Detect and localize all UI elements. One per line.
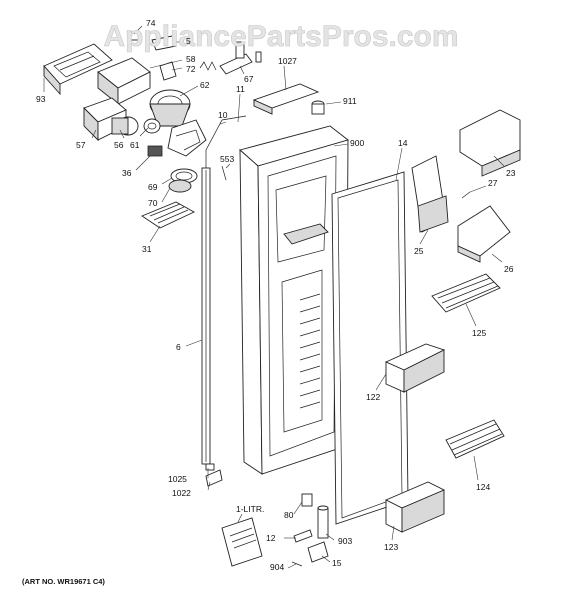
art-number: (ART NO. WR19671 C4) [22, 577, 105, 586]
callout-70: 70 [148, 198, 158, 208]
hinge-15 [307, 541, 329, 563]
callout-61: 61 [130, 140, 140, 150]
housing-25 [411, 155, 449, 233]
funnel-62 [149, 89, 191, 127]
dispenser-control-board-93 [43, 43, 113, 96]
callout-36: 36 [122, 168, 132, 178]
door-bin-122 [384, 343, 446, 393]
cylinder-903 [317, 505, 329, 539]
motor-56 [111, 116, 139, 136]
callout-26: 26 [504, 264, 514, 274]
callout-56: 56 [114, 140, 124, 150]
callout-15: 15 [332, 558, 342, 568]
screw-553 [221, 165, 227, 181]
callout-125: 125 [472, 328, 486, 338]
trim-1027 [252, 83, 320, 115]
callout-67: 67 [244, 74, 254, 84]
cap-70 [168, 179, 192, 193]
callout-1025: 1025 [168, 474, 187, 484]
callout-14: 14 [398, 138, 408, 148]
callout-23: 23 [506, 168, 516, 178]
callout-58: 58 [186, 54, 196, 64]
grille-31 [141, 201, 195, 229]
water-tube-6 [201, 115, 247, 465]
callout-553: 553 [220, 154, 234, 164]
door-gasket-14 [331, 171, 409, 525]
manual-1-litr [221, 517, 263, 567]
callout-911: 911 [343, 96, 357, 106]
switch-36 [147, 145, 163, 157]
shelf-basket-125 [431, 273, 501, 313]
bracket-5 [151, 35, 177, 51]
liner-ribs [299, 293, 321, 409]
callout-74: 74 [146, 18, 156, 28]
hinge-bracket-67 [219, 41, 253, 75]
bushing-911 [311, 100, 325, 115]
callout-labels: 74 5 58 72 93 62 67 1027 911 10 11 57 56… [36, 18, 516, 572]
callout-123: 123 [384, 542, 398, 552]
dispenser-actuator-58 [97, 57, 151, 105]
callout-6: 6 [176, 342, 181, 352]
callout-12: 12 [266, 533, 276, 543]
cover-23 [459, 109, 521, 177]
leader-lines [43, 25, 505, 569]
watermark-text: AppliancePartsPros.com [103, 20, 458, 53]
door-bin-123 [384, 481, 446, 533]
callout-900: 900 [350, 138, 364, 148]
callout-1-litr: 1-LITR. [236, 504, 264, 514]
callout-31: 31 [142, 244, 152, 254]
callout-1027: 1027 [278, 56, 297, 66]
screw-27 [461, 191, 471, 199]
spring-67-left [199, 61, 217, 71]
callout-10: 10 [218, 110, 228, 120]
bushing-80 [301, 493, 313, 507]
callout-904: 904 [270, 562, 284, 572]
callout-124: 124 [476, 482, 490, 492]
clip-1025 [205, 463, 215, 471]
gear-61 [143, 118, 161, 134]
bracket-1022 [205, 469, 223, 487]
screw-904 [291, 561, 303, 567]
callout-122: 122 [366, 392, 380, 402]
callout-72: 72 [186, 64, 196, 74]
housing-10 [167, 119, 207, 157]
shelf-basket-124 [445, 419, 505, 459]
callout-27: 27 [488, 178, 498, 188]
cap-26 [457, 205, 511, 263]
callout-80: 80 [284, 510, 294, 520]
door-liner-900 [239, 125, 349, 475]
callout-25: 25 [414, 246, 424, 256]
callout-5: 5 [186, 36, 191, 46]
callout-93: 93 [36, 94, 46, 104]
callout-62: 62 [200, 80, 210, 90]
callout-903: 903 [338, 536, 352, 546]
clip-12 [293, 529, 313, 543]
small-part-74 [127, 31, 141, 41]
screw-pin [255, 51, 262, 63]
callout-1022: 1022 [172, 488, 191, 498]
callout-11: 11 [236, 84, 245, 94]
callout-57: 57 [76, 140, 86, 150]
callout-69: 69 [148, 182, 158, 192]
